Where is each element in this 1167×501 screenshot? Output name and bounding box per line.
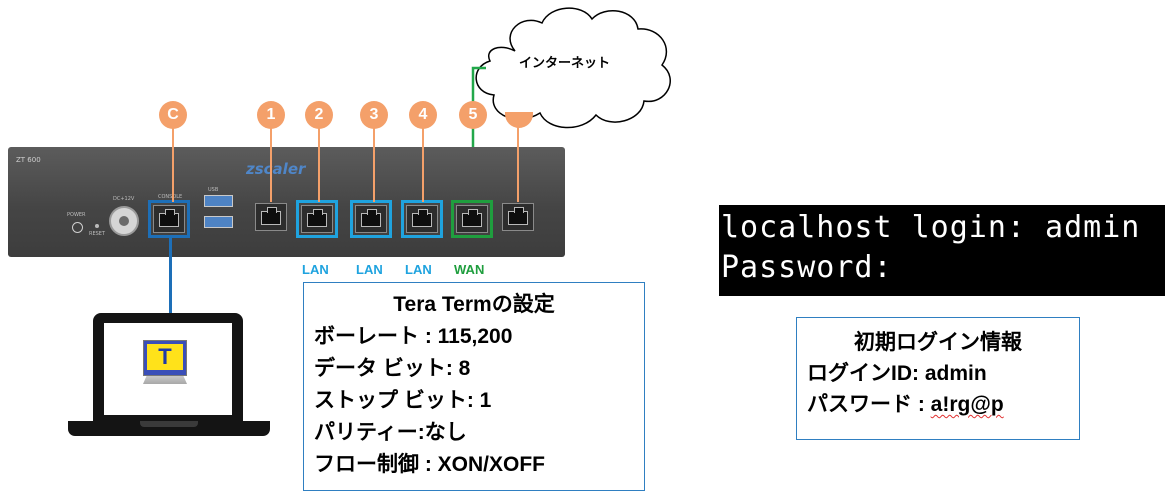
badge-port-2: 2 (305, 101, 333, 129)
laptop-base (68, 421, 270, 436)
port-6 (502, 203, 534, 231)
dc-label: DC+12V (113, 196, 135, 202)
port-5 (456, 205, 488, 233)
teraterm-settings-box: Tera Termの設定 ボーレート : 115,200 データ ビット: 8 … (303, 282, 645, 491)
badge-port-4: 4 (409, 101, 437, 129)
terminal-password-line: Password: (721, 250, 893, 285)
lan-port-3-highlight (350, 200, 392, 238)
badge-port-1: 1 (257, 101, 285, 129)
password-value: a!rg@p (930, 393, 1004, 416)
initial-login-info-box: 初期ログイン情報 ログインID: admin パスワード : a!rg@p (796, 317, 1080, 440)
console-label: CONSOLE (158, 194, 183, 200)
laptop-trackpad-notch (140, 421, 198, 427)
port-3-label: LAN (356, 262, 383, 277)
teraterm-settings-title: Tera Termの設定 (393, 293, 555, 316)
data-bits-line: データ ビット: 8 (314, 357, 471, 380)
console-port-highlight (148, 200, 190, 238)
leader-line-c (172, 124, 174, 202)
internet-cloud-icon (475, 7, 671, 129)
teraterm-icon: T (143, 340, 187, 376)
leader-line-1 (270, 124, 272, 202)
usb-port-2 (204, 216, 233, 228)
terminal-login-screen: localhost login: admin Password: (719, 205, 1165, 296)
port-2 (301, 205, 333, 233)
badge-port-6 (505, 112, 533, 128)
stop-bits-line: ストップ ビット: 1 (314, 389, 492, 412)
port-3 (355, 205, 387, 233)
console-cable (169, 237, 172, 315)
usb-label: USB (208, 187, 219, 193)
device-model: ZT 600 (16, 156, 41, 164)
badge-port-5: 5 (459, 101, 487, 129)
wan-port-5-highlight (451, 200, 493, 238)
power-icon (72, 222, 83, 233)
terminal-login-line: localhost login: admin (721, 210, 1141, 245)
initial-login-title: 初期ログイン情報 (854, 331, 1022, 354)
teraterm-icon-letter: T (147, 344, 183, 370)
usb-port-1 (204, 195, 233, 207)
leader-line-2 (318, 124, 320, 202)
password-line: パスワード : a!rg@p (807, 389, 1079, 420)
cloud-label: インターネット (519, 55, 611, 70)
badge-console: C (159, 101, 187, 129)
port-4 (406, 205, 438, 233)
reset-pinhole (95, 224, 99, 228)
flow-control-line: フロー制御 : XON/XOFF (314, 453, 545, 476)
port-2-label: LAN (302, 262, 329, 277)
baud-rate-line: ボーレート : 115,200 (314, 325, 513, 348)
port-4-label: LAN (405, 262, 432, 277)
port-5-label: WAN (454, 262, 485, 277)
lan-port-2-highlight (296, 200, 338, 238)
console-port (153, 205, 185, 233)
login-id-line: ログインID: admin (807, 362, 987, 385)
port-1 (255, 203, 287, 231)
leader-line-4 (422, 124, 424, 202)
dc-power-jack (109, 206, 139, 236)
leader-line-6 (517, 124, 519, 202)
password-label: パスワード : (807, 393, 931, 416)
power-label: POWER (67, 212, 86, 218)
teraterm-icon-base (143, 376, 187, 384)
leader-line-3 (373, 124, 375, 202)
reset-label: RESET (89, 231, 106, 237)
zscaler-logo: zscaler (246, 160, 306, 178)
badge-port-3: 3 (360, 101, 388, 129)
parity-line: パリティー:なし (314, 421, 467, 444)
